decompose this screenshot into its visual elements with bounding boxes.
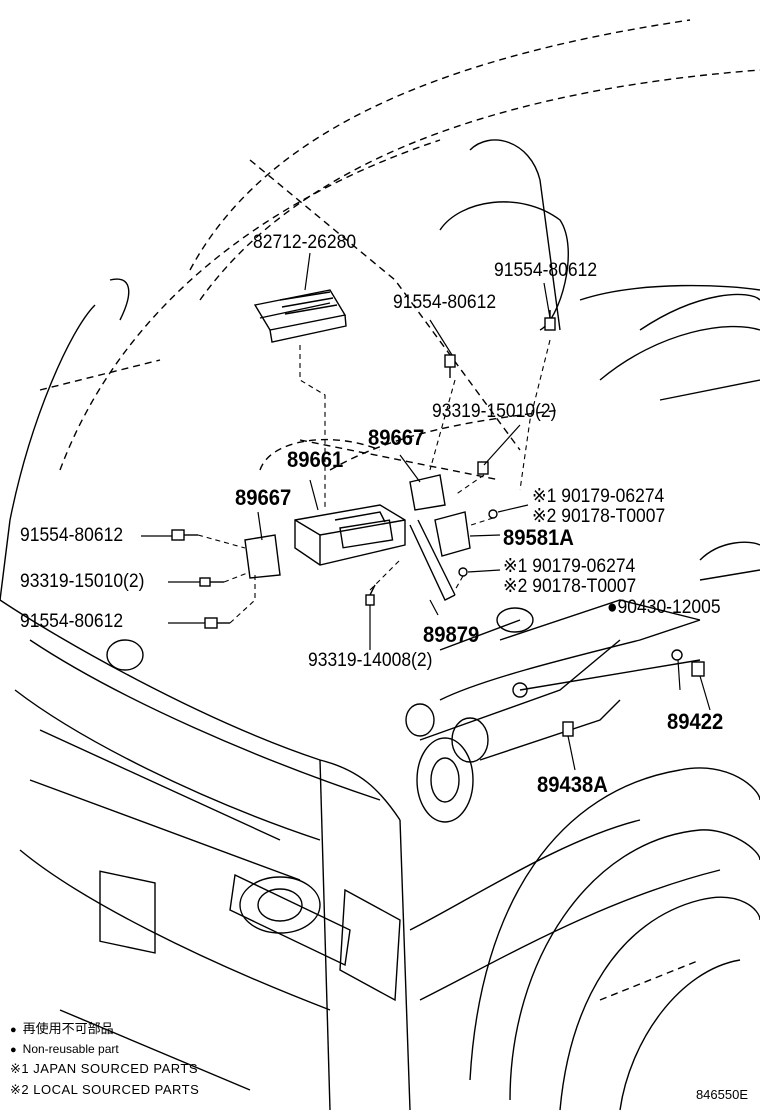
part-label-93319-14008[interactable]: 93319-14008(2): [308, 650, 433, 671]
part-label-89879[interactable]: 89879: [423, 622, 480, 647]
part-label-82712-26280[interactable]: 82712-26280: [253, 232, 357, 253]
part-label-91554-80612-left[interactable]: 91554-80612: [20, 525, 124, 546]
part-label-93319-15010-left[interactable]: 93319-15010(2): [20, 571, 145, 592]
front-body: [0, 278, 760, 1111]
part-label-90430-12005[interactable]: ●90430-12005: [607, 597, 721, 618]
part-label-91554-80612-top[interactable]: 91554-80612: [494, 260, 598, 281]
part-label-90178-T0007-a[interactable]: ※2 90178-T0007: [532, 506, 666, 527]
legend-nonreusable-text: Non-reusable part: [22, 1042, 119, 1056]
part-label-90179-06274-a[interactable]: ※1 90179-06274: [532, 486, 665, 507]
part-label-91554-80612-mid[interactable]: 91554-80612: [393, 292, 497, 313]
part-label-89661[interactable]: 89661: [287, 447, 344, 472]
seat: [439, 139, 760, 581]
ecu-module: [294, 504, 406, 566]
part-label-91554-80612-low[interactable]: 91554-80612: [20, 611, 124, 632]
legend-nonreusable: ● Non-reusable part: [10, 1043, 119, 1056]
part-label-90178-T0007-b[interactable]: ※2 90178-T0007: [503, 576, 637, 597]
part-label-90179-06274-b[interactable]: ※1 90179-06274: [503, 556, 636, 577]
legend-japan: ※1 JAPAN SOURCED PARTS: [10, 1061, 199, 1076]
legend-jp: ● 再使用不可部品: [10, 1022, 114, 1036]
body-outline: [39, 19, 760, 1001]
bullet-icon: ●: [10, 1024, 17, 1036]
engine: [405, 599, 701, 823]
bolts: [171, 310, 705, 737]
part-label-89422[interactable]: 89422: [667, 709, 724, 734]
legend-local: ※2 LOCAL SOURCED PARTS: [10, 1082, 200, 1097]
relay-cover: [253, 289, 347, 343]
diagram-code: 846550E: [695, 1087, 748, 1102]
part-label-89667-right[interactable]: 89667: [368, 425, 425, 450]
bullet-icon: ●: [10, 1044, 17, 1056]
part-label-93319-15010-upper[interactable]: 93319-15010(2): [432, 401, 557, 422]
part-label-89438A[interactable]: 89438A: [537, 772, 608, 797]
brackets: [244, 474, 471, 601]
legend-jp-text: 再使用不可部品: [22, 1021, 114, 1036]
part-label-89581A[interactable]: 89581A: [503, 525, 574, 550]
part-label-89667-left[interactable]: 89667: [235, 485, 292, 510]
leader-lines: [141, 252, 711, 771]
dashed-connectors: [197, 339, 551, 624]
